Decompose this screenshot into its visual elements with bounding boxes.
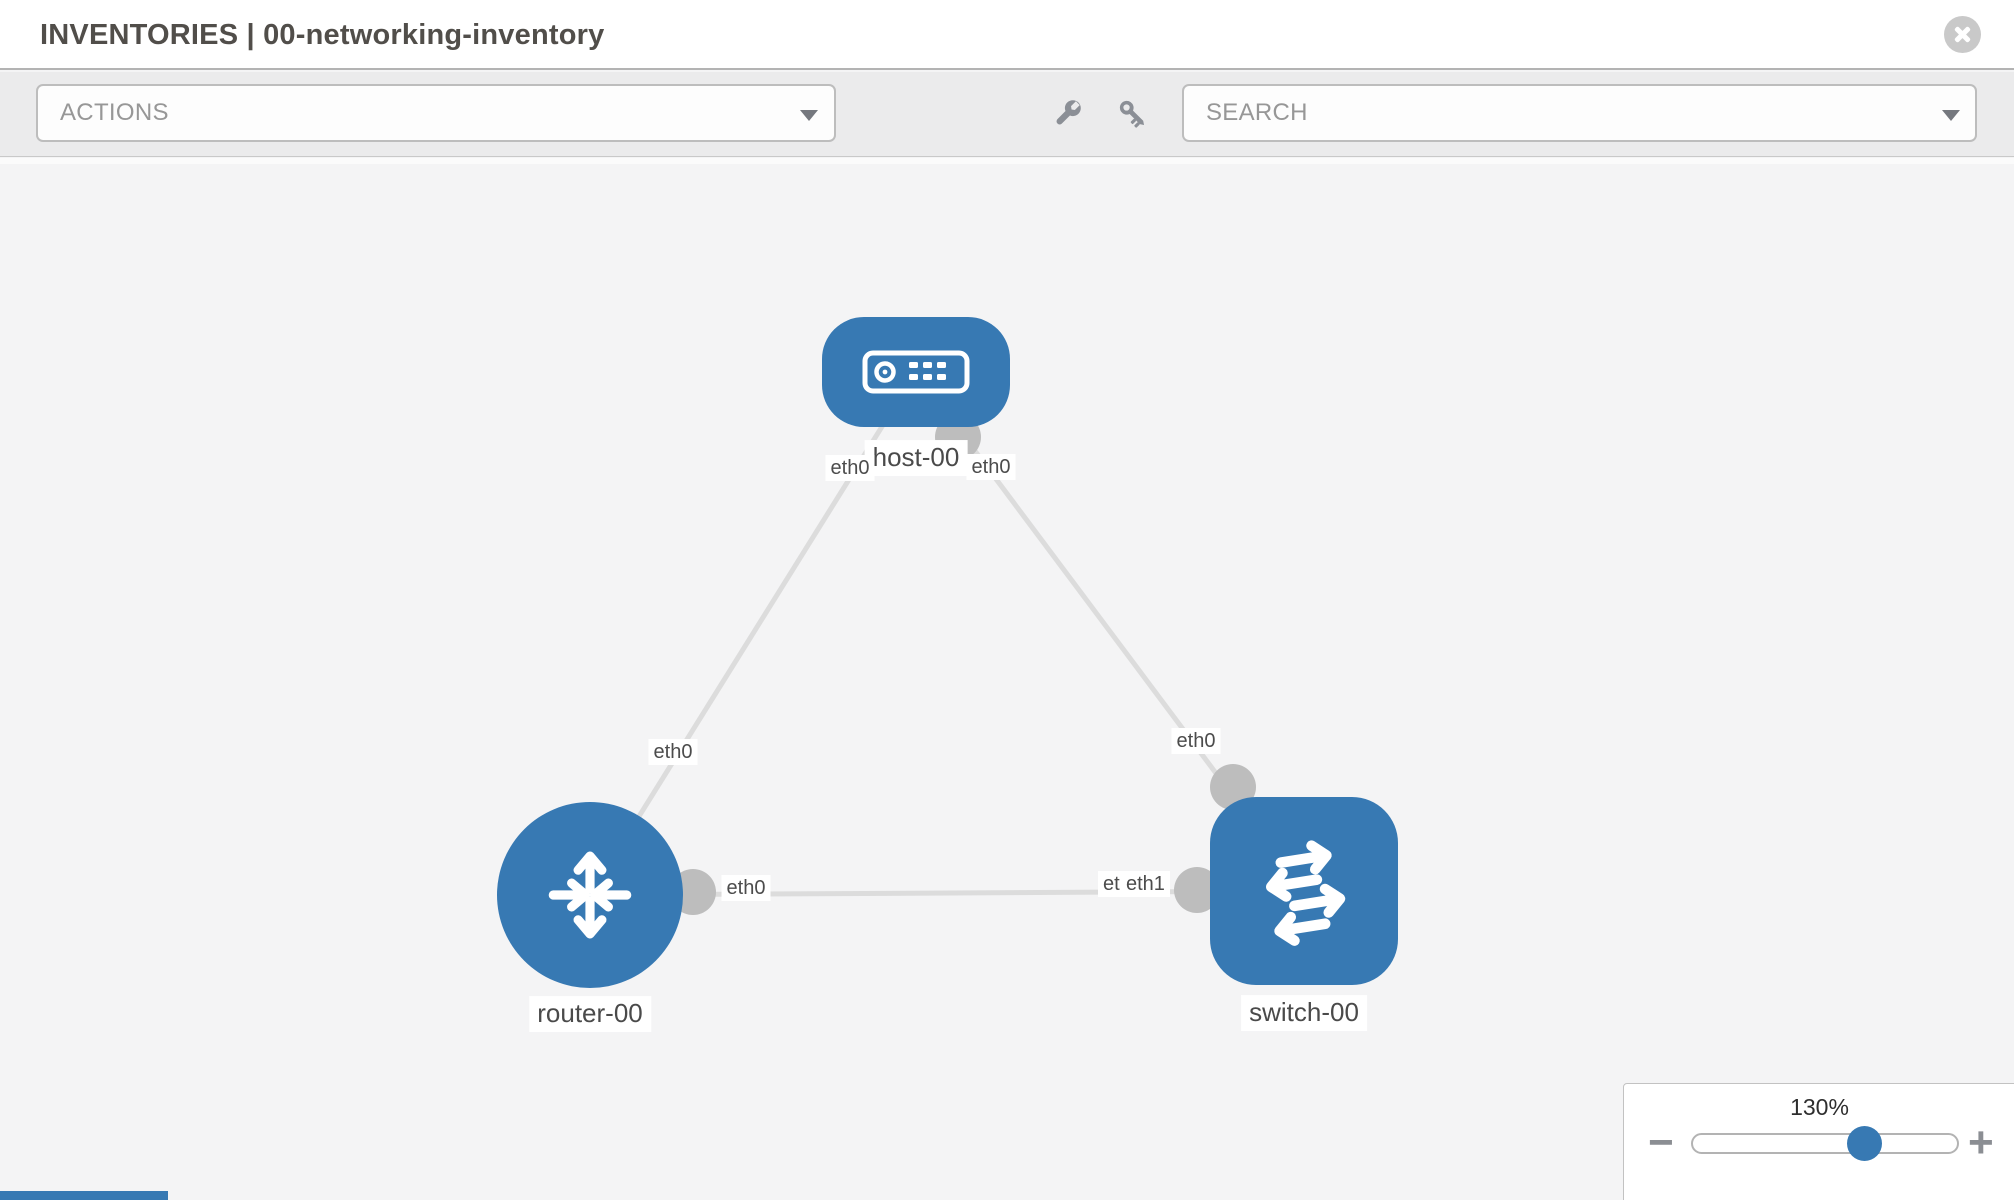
node-label-router: router-00: [529, 996, 651, 1032]
chevron-down-icon[interactable]: [800, 110, 818, 121]
router-icon: [536, 841, 644, 949]
switch-icon: [1238, 825, 1370, 957]
wrench-icon: [1049, 100, 1085, 136]
interface-label: eth0: [966, 454, 1016, 480]
node-router-00[interactable]: [497, 802, 683, 988]
node-host-00[interactable]: [822, 317, 1010, 427]
close-button[interactable]: [1944, 16, 1981, 53]
interface-label: eth0: [1171, 728, 1221, 754]
endpoint-dot-switch-left: [1174, 867, 1220, 913]
zoom-slider-track[interactable]: [1691, 1133, 1959, 1154]
links-layer: [587, 370, 1307, 915]
interface-label: eth0: [721, 875, 771, 901]
toolbar-divider: [0, 158, 2014, 164]
zoom-slider-thumb[interactable]: [1847, 1126, 1882, 1161]
host-device-icon: [862, 350, 970, 394]
window-header: INVENTORIES | 00-networking-inventory: [0, 0, 2014, 70]
search-dropdown[interactable]: [1182, 84, 1977, 142]
node-label-switch: switch-00: [1241, 995, 1367, 1031]
key-icon: [1115, 100, 1151, 136]
interface-label-front: eth1: [1121, 871, 1170, 897]
actions-input[interactable]: [60, 86, 766, 140]
credentials-button[interactable]: [1115, 96, 1151, 132]
toolbar: [0, 72, 2014, 157]
chevron-down-icon[interactable]: [1942, 110, 1960, 121]
actions-dropdown[interactable]: [36, 84, 836, 142]
search-input[interactable]: [1206, 86, 1907, 140]
page-title: INVENTORIES | 00-networking-inventory: [40, 19, 605, 51]
interface-label: eth0: [825, 455, 875, 481]
footer-strip: [0, 1191, 168, 1200]
zoom-level-value: 130%: [1790, 1094, 1849, 1120]
interface-label: eth0: [648, 739, 698, 765]
tools-button[interactable]: [1049, 96, 1085, 132]
zoom-out-button[interactable]: −: [1648, 1118, 1674, 1167]
zoom-in-button[interactable]: +: [1968, 1118, 1994, 1167]
topology-canvas[interactable]: host-00 router-00 switch-00 eth0 eth0 et…: [0, 164, 2014, 1200]
zoom-control-panel: 130% − +: [1623, 1083, 2014, 1200]
node-switch-00[interactable]: [1210, 797, 1398, 985]
node-label-host: host-00: [864, 440, 968, 476]
